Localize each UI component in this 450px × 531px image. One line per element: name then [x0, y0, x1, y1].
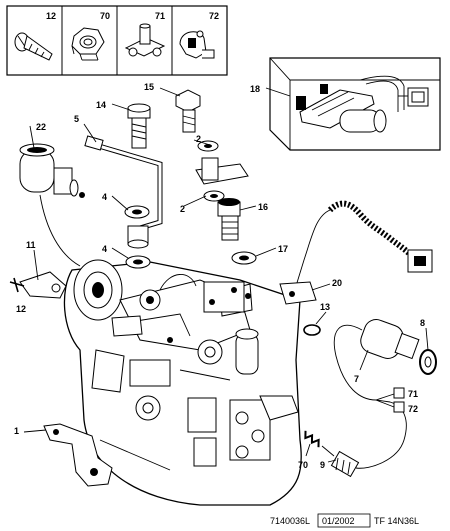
callout-11: 11: [26, 240, 36, 250]
callout-71: 71: [408, 389, 418, 399]
callout-16: 16: [258, 202, 268, 212]
callout-70: 70: [298, 460, 308, 470]
footer-reference: 7140036L 01/2002 TF 14N36L: [270, 513, 419, 528]
callout-20: 20: [332, 278, 342, 288]
callout-1: 1: [14, 426, 19, 436]
part-17-washer: [231, 251, 257, 265]
bracket-clip-icon: [179, 30, 215, 59]
callout-7: 7: [354, 374, 359, 384]
part-20-sensor-cable: [279, 200, 433, 305]
part-7-sensor: [333, 319, 420, 469]
legend-label-12: 12: [46, 11, 56, 21]
part-5-fuel-pipe: [84, 135, 163, 269]
footer-ref-code: 7140036L: [270, 516, 310, 526]
callout-12: 12: [16, 304, 26, 314]
part-11-lever: [9, 271, 67, 299]
part-70-spring: [304, 430, 320, 448]
callout-2-upper: 2: [196, 134, 201, 144]
footer-tf-code: TF 14N36L: [374, 516, 419, 526]
callout-5: 5: [74, 114, 79, 124]
callout-numbers: 22 5 14 15 2 2 4 4 16 17 18 20 13 8 7 71…: [14, 82, 425, 470]
legend-label-72: 72: [209, 11, 219, 21]
part-71-72-checkboxes: [375, 387, 405, 413]
callout-4-upper: 4: [102, 192, 107, 202]
part-2-union-fitting: [195, 140, 249, 202]
callout-13: 13: [320, 302, 330, 312]
part-14-banjo-bolt: [127, 103, 151, 149]
part-9-connector: [330, 450, 360, 478]
callout-8: 8: [420, 318, 425, 328]
footer-date: 01/2002: [322, 516, 355, 526]
callout-2-lower: 2: [180, 204, 185, 214]
part-13-o-ring: [303, 324, 321, 336]
clamp-clip-icon: [124, 23, 166, 57]
hex-nut-icon: [71, 27, 105, 61]
part-22-stop-solenoid: [19, 143, 85, 267]
legend-box: 12 70 71 72: [6, 5, 228, 76]
legend-label-71: 71: [155, 11, 165, 21]
callout-14: 14: [96, 100, 106, 110]
part-15-bolt: [175, 89, 201, 133]
part-8-sealing-washer: [419, 349, 437, 375]
callout-22: 22: [36, 122, 46, 132]
callout-17: 17: [278, 244, 288, 254]
legend-label-70: 70: [100, 11, 110, 21]
part-16-delivery-valve: [217, 198, 241, 241]
harness-inset-box: [269, 57, 441, 151]
leader-lines: [23, 87, 429, 463]
callout-4-lower: 4: [102, 244, 107, 254]
screw-icon: [14, 32, 53, 61]
injection-pump-body: [63, 259, 302, 506]
part-1-bracket: [43, 423, 113, 487]
callout-15: 15: [144, 82, 154, 92]
callout-9: 9: [320, 460, 325, 470]
callout-72: 72: [408, 404, 418, 414]
callout-18: 18: [250, 84, 260, 94]
